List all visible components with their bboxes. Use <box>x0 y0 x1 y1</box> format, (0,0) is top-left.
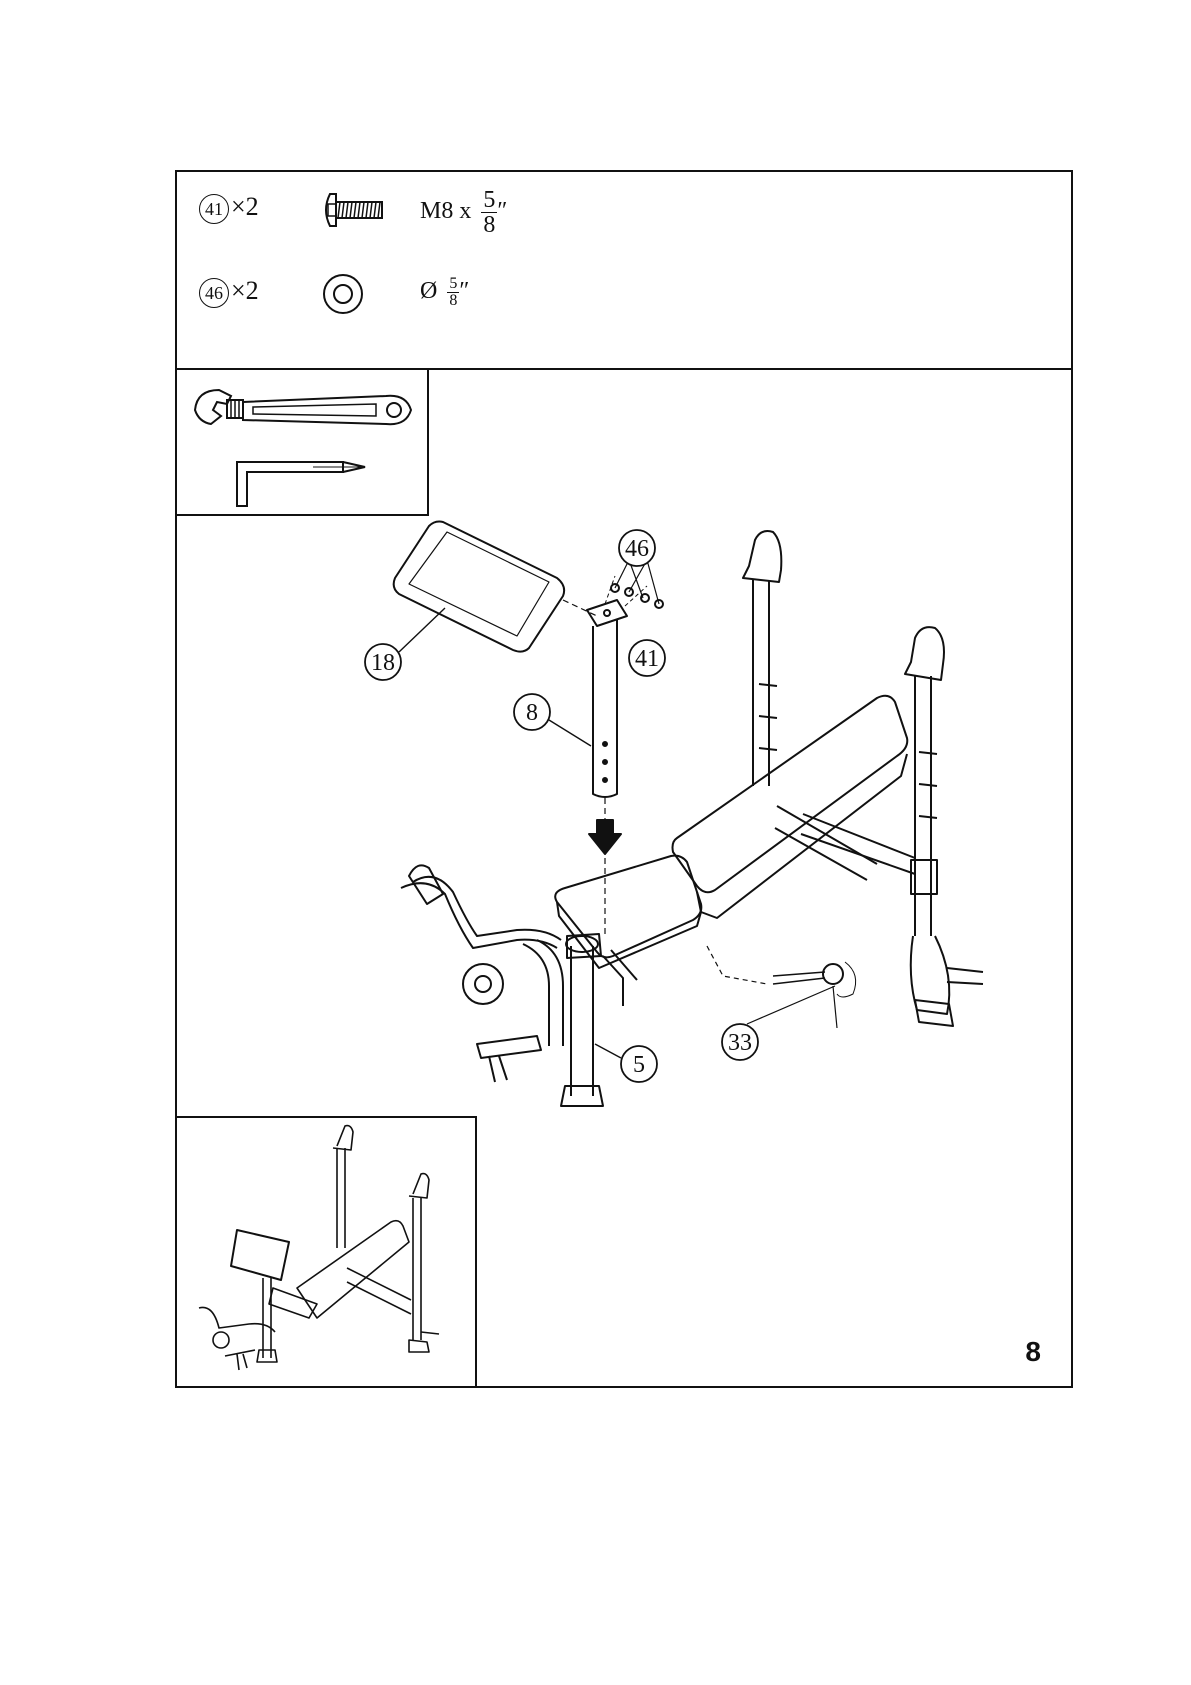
wrench-icon <box>191 382 416 442</box>
svg-text:33: 33 <box>728 1030 752 1056</box>
svg-text:5: 5 <box>633 1052 645 1078</box>
tools-box <box>177 368 429 516</box>
callout-41: 41 <box>629 640 665 676</box>
callout-18: 18 <box>365 608 445 680</box>
washer-size: Ø <box>420 278 437 304</box>
callout-33: 33 <box>722 986 835 1060</box>
part-quantity: ×2 <box>231 192 259 221</box>
svg-text:41: 41 <box>635 646 659 672</box>
part-quantity: ×2 <box>231 276 259 305</box>
assembled-thumbnail-box <box>177 1116 477 1386</box>
part-number-circle: 41 <box>199 194 229 224</box>
svg-text:18: 18 <box>371 650 395 676</box>
callout-8: 8 <box>514 694 591 746</box>
part-number-circle: 46 <box>199 278 229 308</box>
bolt-icon <box>322 190 384 230</box>
svg-text:46: 46 <box>625 536 649 562</box>
allen-key-icon <box>233 460 373 510</box>
washer-icon <box>321 272 365 316</box>
assembled-bench-thumbnail <box>177 1118 473 1384</box>
bolt-size: M8 x <box>420 198 471 224</box>
callout-5: 5 <box>595 1044 657 1082</box>
callout-46: 46 <box>619 530 655 566</box>
assembly-illustration: 46 41 18 8 5 33 <box>177 516 1071 1116</box>
page-number: 8 <box>1025 1336 1041 1368</box>
svg-text:8: 8 <box>526 700 538 726</box>
